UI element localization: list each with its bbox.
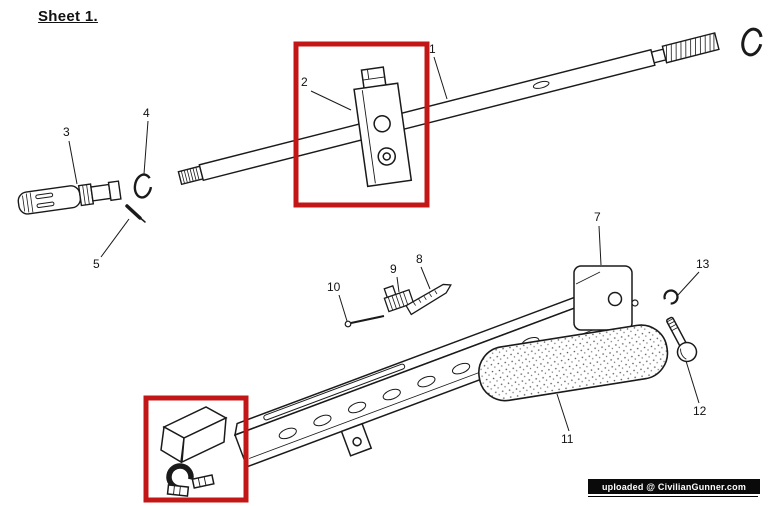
wood-handguard-drawing [478,324,669,402]
leader-lines [68,56,700,432]
part-label-12: 12 [693,404,707,418]
part-label-9: 9 [390,262,397,276]
barrel-drawing [177,32,720,186]
part-label-7: 7 [594,210,601,224]
lock-washer-drawing [133,173,153,199]
rear-sight-slider-drawing [383,285,415,313]
pin-drawing [125,204,146,223]
part-label-11: 11 [561,432,574,446]
highlight-box-front-sight [293,41,430,208]
muzzle-brake-drawing [17,180,122,215]
sheet-title: Sheet 1. [38,8,98,25]
part-label-3: 3 [63,125,70,139]
muzzle-ring-drawing [741,27,763,57]
watermark: uploaded @ CivilianGunner.com [588,479,760,494]
part-label-2: 2 [301,75,308,89]
part-label-4: 4 [143,106,150,120]
front-cap-drawing [160,406,228,497]
part-label-1: 1 [429,42,436,56]
part-label-8: 8 [416,252,423,266]
front-sight-base-drawing [353,66,413,188]
highlight-box-front-cap [143,395,249,503]
bolt-drawing [666,316,698,363]
watermark-underline [588,496,758,497]
part-label-5: 5 [93,257,100,271]
part-label-10: 10 [327,280,341,294]
rear-bracket-drawing [573,265,639,331]
rear-sight-leaf-drawing [405,283,452,316]
part-label-13: 13 [696,257,710,271]
sight-pin-drawing [344,315,385,328]
retaining-ring-drawing [663,289,679,305]
